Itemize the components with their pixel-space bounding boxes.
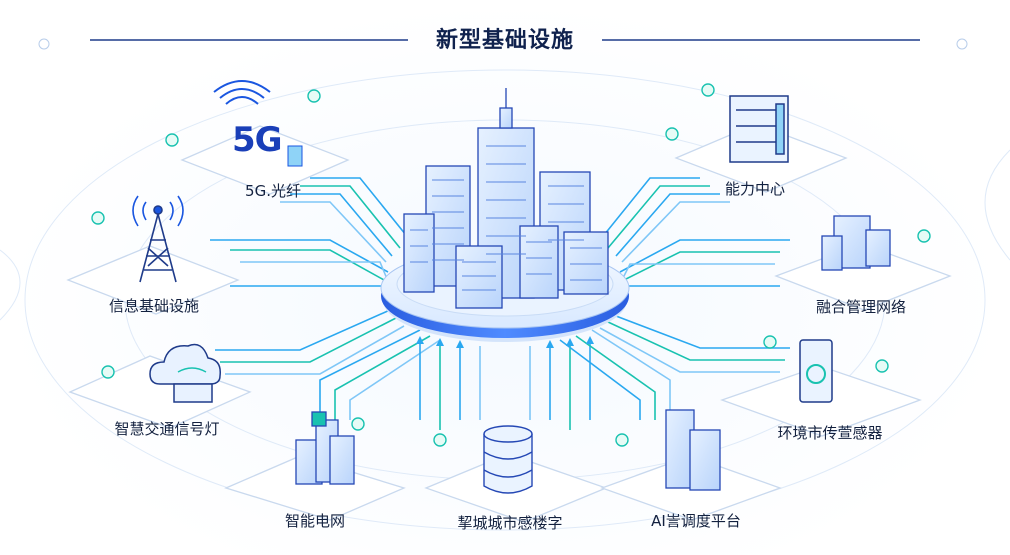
- database-icon: [483, 425, 533, 494]
- sensor-device-icon: [799, 339, 833, 403]
- pin-markers: [91, 83, 931, 447]
- node-label-info: 信息基础设施: [108, 297, 199, 315]
- node-label-ai: AI訔调度平台: [651, 512, 741, 530]
- 5g-badge: 5G: [232, 120, 283, 160]
- 5g-fiber-icon: [213, 80, 303, 167]
- node-label-fiber: 5G.光纤: [245, 182, 301, 200]
- node-label-traffic: 智慧交通信号灯: [114, 420, 220, 438]
- connector-lines: [210, 177, 790, 430]
- ai-building-icon: [665, 409, 721, 491]
- node-label-network: 融合管理网络: [815, 298, 906, 316]
- office-building-icon: [821, 215, 891, 271]
- power-grid-icon: [295, 411, 355, 485]
- arrow-heads: [416, 336, 594, 348]
- server-icon: [729, 95, 789, 163]
- title-rule: [38, 38, 968, 50]
- building-windows: [410, 145, 602, 291]
- cloud-router-icon: [149, 343, 221, 403]
- node-label-sensor: 环境市传萱感器: [777, 424, 883, 442]
- city-buildings: [403, 88, 609, 309]
- page-title: 新型基础设施: [435, 28, 574, 53]
- node-label-city: 挈城城市感楼字: [457, 514, 563, 532]
- node-label-grid: 智能电网: [284, 512, 345, 530]
- signal-tower-icon: [132, 195, 184, 283]
- node-label-center: 能力中心: [724, 180, 785, 198]
